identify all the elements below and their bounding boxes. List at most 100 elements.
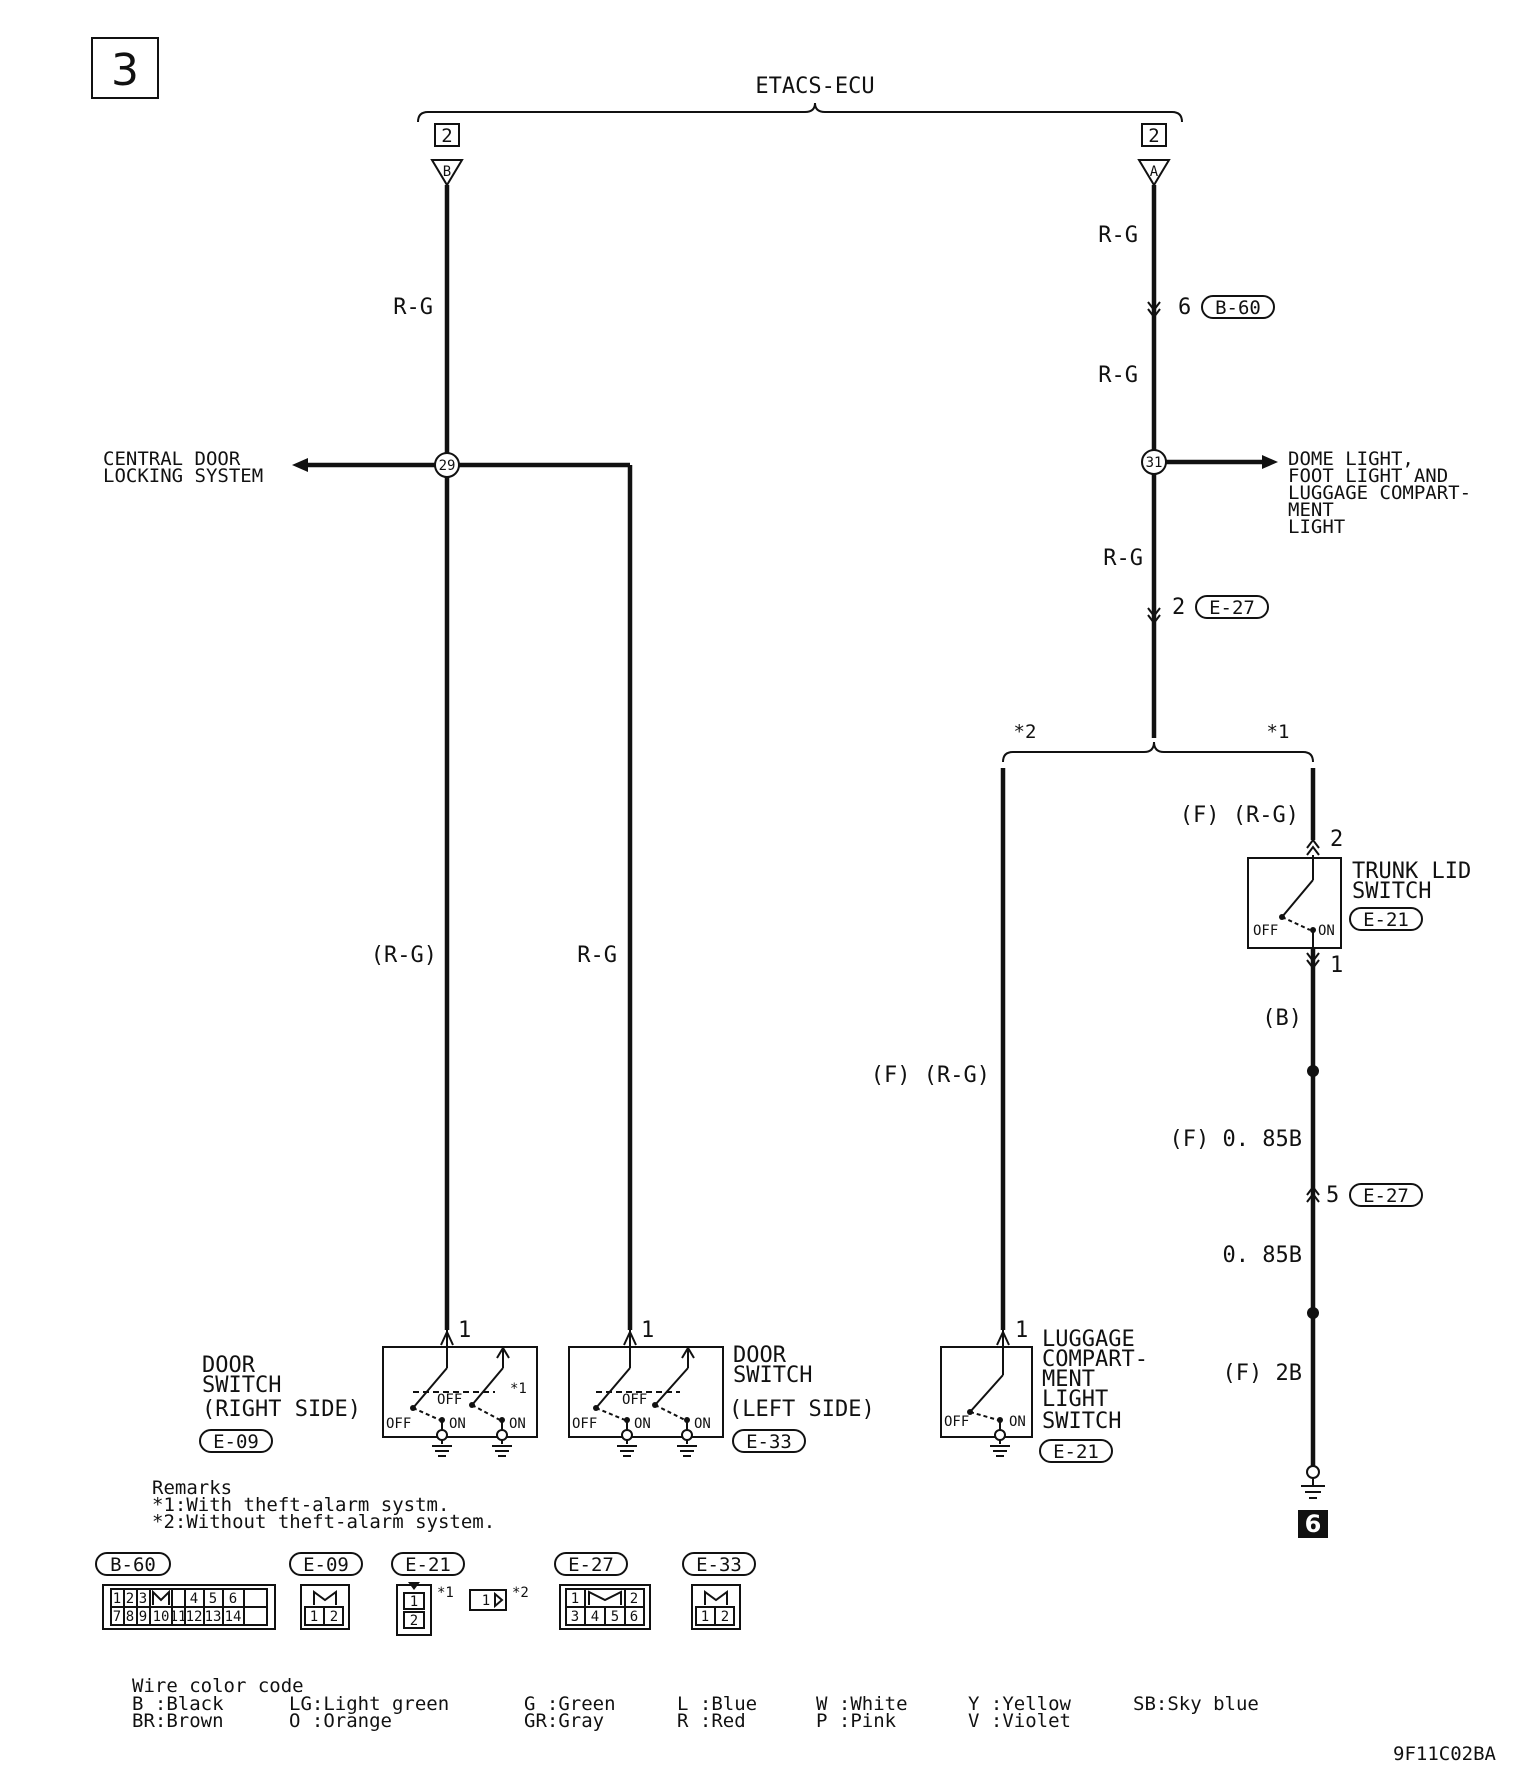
trunk-crossing-bottom (1306, 952, 1320, 970)
door-left-on-1: ON (634, 1416, 651, 1432)
connector-2-b: 2 (441, 125, 452, 147)
dome-label-5: LIGHT (1288, 516, 1345, 538)
b60-connector: B-60 (1215, 297, 1261, 319)
door-left-pin: 1 (641, 1318, 654, 1343)
cv-e27-p5: 5 (611, 1609, 619, 1625)
trunk-pin-bottom: 1 (1330, 953, 1343, 978)
cv-e33-grid (695, 1590, 735, 1626)
cv-e27-grid (565, 1588, 645, 1626)
luggage-label-4: LIGHT (1042, 1387, 1108, 1412)
wire-code-lg: LG:Light green (289, 1693, 449, 1715)
e27-connector-a: E-27 (1209, 597, 1255, 619)
cv-e21-star1: *1 (437, 1585, 454, 1601)
wire-code-v: V :Violet (968, 1710, 1071, 1732)
ground-ref: 6 (1305, 1510, 1322, 1538)
cv-e21-label-box (391, 1552, 465, 1576)
luggage-pin: 1 (1015, 1318, 1028, 1343)
wire-label-right-low: R-G (1103, 546, 1143, 571)
splice-1 (1307, 1065, 1319, 1077)
trunk-on: ON (1318, 923, 1335, 939)
remarks-title: Remarks (152, 1477, 232, 1499)
door-left-connector-box (732, 1429, 806, 1453)
door-right-label-1: DOOR (202, 1353, 256, 1378)
e27-pin-a: 2 (1172, 595, 1185, 620)
terminal-a: A (1150, 164, 1159, 180)
cv-e09-label-box (289, 1552, 363, 1576)
cv-e33-label: E-33 (696, 1554, 742, 1576)
cv-e21-p2: 2 (410, 1613, 418, 1629)
cv-b60-outer (102, 1584, 276, 1630)
wire-label-left-top: R-G (393, 295, 433, 320)
door-left-off-top: OFF (622, 1392, 647, 1408)
cv-e21-single (469, 1589, 507, 1611)
trunk-crossing-top (1306, 838, 1320, 856)
cv-b60-label-box (95, 1552, 171, 1576)
e27-crossing-b (1306, 1185, 1320, 1203)
cv-b60-p7: 7 (113, 1609, 121, 1625)
cv-e33-p1: 1 (701, 1609, 709, 1625)
cv-b60-p13: 13 (205, 1609, 222, 1625)
connector-2-a: 2 (1148, 125, 1159, 147)
cv-b60-p12: 12 (186, 1609, 203, 1625)
branch-star1: *1 (1267, 721, 1290, 743)
e27-crossing-a (1147, 607, 1161, 625)
wire-label-085b: 0. 85B (1223, 1243, 1302, 1268)
connector-2-box-b (434, 123, 460, 147)
cv-e21-star2: *2 (512, 1585, 529, 1601)
page-label-box (91, 37, 159, 99)
cv-e27-p3: 3 (571, 1609, 579, 1625)
wire-label-f085b: (F) 0. 85B (1170, 1127, 1302, 1152)
cv-b60-p4: 4 (190, 1591, 198, 1607)
door-right-off-top: OFF (437, 1392, 462, 1408)
wire-code-o: O :Orange (289, 1710, 392, 1732)
cv-e21-p1: 1 (410, 1594, 418, 1610)
luggage-label-5: SWITCH (1042, 1409, 1121, 1434)
cv-b60-p10: 10 (153, 1609, 170, 1625)
b60-pin: 6 (1178, 295, 1191, 320)
e27-connector-box-b (1349, 1183, 1423, 1207)
cv-b60-p8: 8 (126, 1609, 134, 1625)
cv-b60-p2: 2 (126, 1591, 134, 1607)
door-left-label-2: SWITCH (733, 1363, 812, 1388)
door-right-on-2: ON (509, 1416, 526, 1432)
cv-e09-label: E-09 (303, 1554, 349, 1576)
cv-e27-p2: 2 (630, 1591, 638, 1607)
junction-29 (434, 452, 460, 478)
cv-e21-single-pin: 1 (482, 1593, 490, 1609)
door-left-connector: E-33 (746, 1431, 792, 1453)
door-switch-right (382, 1329, 538, 1457)
wire-label-f2b: (F) 2B (1223, 1361, 1302, 1386)
wire-code-p: P :Pink (816, 1710, 897, 1732)
wire-code-br: BR:Brown (132, 1710, 224, 1732)
cv-e09-p2: 2 (330, 1609, 338, 1625)
cv-b60-label: B-60 (110, 1554, 156, 1576)
e27-pin-b: 5 (1326, 1183, 1339, 1208)
trunk-off: OFF (1253, 923, 1278, 939)
arrow-dome-light (1262, 455, 1278, 469)
dome-label-2: FOOT LIGHT AND (1288, 465, 1448, 487)
dome-label-4: MENT (1288, 499, 1334, 521)
wire-code-r: R :Red (677, 1710, 746, 1732)
connector-2-box-a (1141, 123, 1167, 147)
wire-code-title: Wire color code (132, 1675, 304, 1697)
cv-e27-p6: 6 (630, 1609, 638, 1625)
wire-code-gr: GR:Gray (524, 1710, 604, 1732)
cv-b60-p1: 1 (113, 1591, 121, 1607)
luggage-off: OFF (944, 1414, 969, 1430)
cv-b60-p3: 3 (139, 1591, 147, 1607)
door-right-connector-box (199, 1429, 273, 1453)
cv-e27-p4: 4 (591, 1609, 599, 1625)
terminal-b-triangle (430, 159, 464, 187)
door-right-connector: E-09 (213, 1431, 259, 1453)
cv-e09-p1: 1 (310, 1609, 318, 1625)
wire-label-right-top: R-G (1098, 223, 1138, 248)
cv-e27-label: E-27 (568, 1554, 614, 1576)
splice-2 (1307, 1307, 1319, 1319)
wire-label-right-mid: R-G (1098, 363, 1138, 388)
door-right-off: OFF (386, 1416, 411, 1432)
door-left-off: OFF (572, 1416, 597, 1432)
door-right-on-1: ON (449, 1416, 466, 1432)
wire-label-door-right: (R-G) (371, 943, 437, 968)
luggage-connector: E-21 (1053, 1441, 1099, 1463)
